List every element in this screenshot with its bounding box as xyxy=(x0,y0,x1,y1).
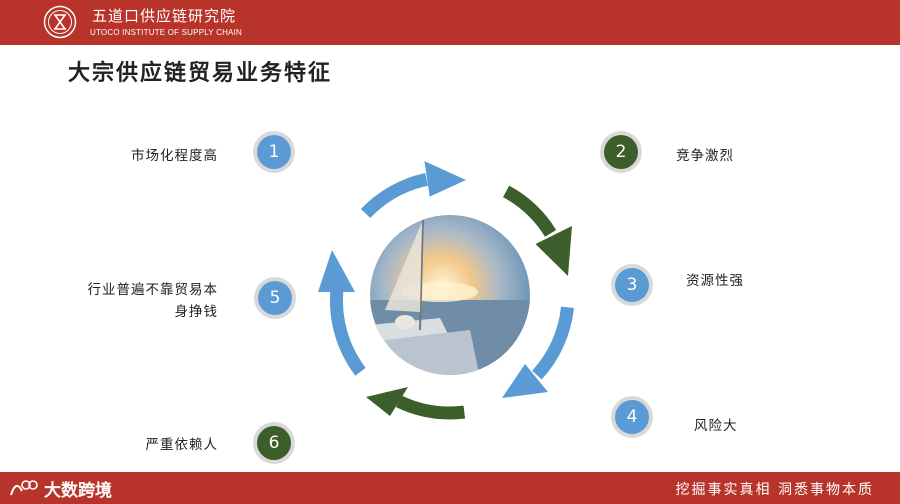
cycle-arrow-2 xyxy=(502,185,572,276)
feature-label-5-line1: 行业普遍不靠贸易本 xyxy=(87,282,218,298)
footer-slogan: 挖掘事实真相 洞悉事物本质 xyxy=(675,482,874,498)
institute-logo-icon xyxy=(43,5,77,39)
feature-label-5-line2: 身挣钱 xyxy=(174,304,218,320)
feature-label-3: 资源性强 xyxy=(686,273,744,289)
feature-label-6: 严重依赖人 xyxy=(145,437,218,453)
feature-number-1: 1 xyxy=(257,135,291,169)
institute-name-cn: 五道口供应链研究院 xyxy=(92,7,237,25)
slide-title: 大宗供应链贸易业务特征 xyxy=(68,61,333,86)
cycle-arrow-1 xyxy=(360,161,466,219)
cycle-arrow-3 xyxy=(502,306,574,398)
feature-label-4: 风险大 xyxy=(694,418,738,434)
cycle-arrow-5 xyxy=(318,250,366,376)
feature-label-2: 竞争激烈 xyxy=(676,148,734,164)
footer-bar: 大数跨境 挖掘事实真相 洞悉事物本质 xyxy=(0,472,900,504)
footer-brand: 大数跨境 xyxy=(44,481,112,501)
feature-number-5: 5 xyxy=(258,281,292,315)
feature-number-4: 4 xyxy=(615,400,649,434)
header-bar: 五道口供应链研究院 UTOCO INSTITUTE OF SUPPLY CHAI… xyxy=(0,0,900,45)
feature-label-1: 市场化程度高 xyxy=(131,148,218,164)
feature-number-3: 3 xyxy=(615,268,649,302)
feature-number-6: 6 xyxy=(257,426,291,460)
cycle-arrow-4 xyxy=(366,387,466,420)
feature-number-2: 2 xyxy=(604,135,638,169)
institute-name-en: UTOCO INSTITUTE OF SUPPLY CHAIN xyxy=(90,28,242,37)
sailing-photo xyxy=(370,215,530,375)
brand-logo-icon xyxy=(10,480,38,496)
